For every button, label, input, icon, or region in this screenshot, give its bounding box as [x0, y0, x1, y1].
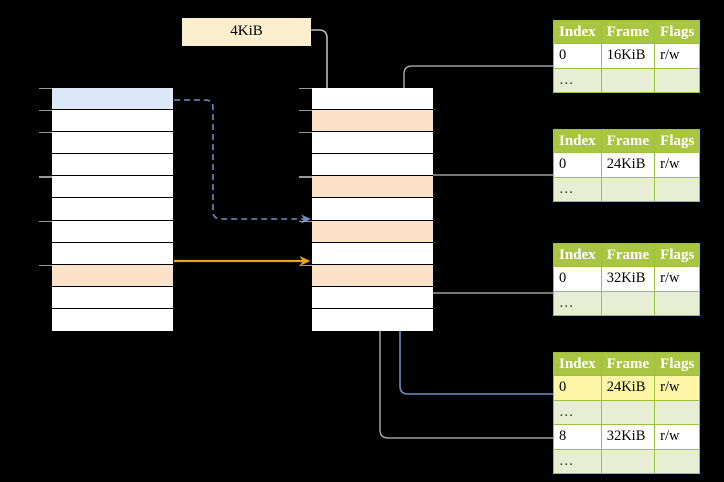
memory-row [52, 154, 173, 177]
table-cell: 0 [553, 152, 602, 179]
row-tick-mark [39, 264, 52, 267]
table-cell [654, 68, 701, 94]
table-cell: 16KiB [600, 43, 656, 70]
table-cell [654, 449, 701, 475]
row-tick-mark [39, 88, 52, 90]
table-cell: r/w [654, 266, 701, 293]
memory-row [52, 220, 173, 243]
table-cell: 32KiB [600, 424, 656, 451]
memory-row [312, 198, 433, 221]
row-tick-mark [299, 220, 312, 222]
memory-row [312, 110, 433, 133]
column-header: Index [553, 351, 602, 377]
column-header: Frame [600, 128, 656, 154]
memory-row [312, 132, 433, 155]
table-cell [600, 291, 656, 317]
table-cell: r/w [654, 43, 701, 70]
table-cell: … [553, 400, 602, 426]
memory-row [312, 176, 433, 199]
memory-row [52, 88, 173, 111]
table-cell: … [553, 449, 602, 475]
table-row: … [553, 291, 701, 317]
table-cell [600, 400, 656, 426]
memory-row [312, 154, 433, 177]
row-tick-mark [39, 132, 52, 134]
virtual-address-space-rows [52, 88, 173, 332]
table-row: … [553, 400, 701, 426]
table-cell: 0 [553, 43, 602, 70]
physical-memory-rows [312, 88, 433, 332]
column-header: Index [553, 242, 602, 268]
memory-row [312, 242, 433, 265]
row-tick-mark [39, 176, 52, 178]
memory-row [312, 308, 433, 332]
column-header: Flags [654, 128, 701, 154]
table-cell: r/w [654, 152, 701, 179]
memory-row [52, 198, 173, 221]
column-header: Index [553, 128, 602, 154]
memory-row [52, 308, 173, 332]
table-cell [654, 291, 701, 317]
edge-pt3-seg [423, 276, 556, 294]
memory-row [52, 286, 173, 309]
memory-row [312, 88, 433, 111]
table-cell [654, 177, 701, 203]
table-cell [600, 68, 656, 94]
row-tick-mark [299, 132, 312, 134]
memory-row [52, 110, 173, 133]
table-cell: 24KiB [600, 375, 656, 402]
memory-row [52, 242, 173, 265]
edge-vaddr-to-frame-dashed [174, 99, 311, 224]
table-row: … [553, 177, 701, 203]
column-header: Flags [654, 19, 701, 45]
table-cell: 24KiB [600, 152, 656, 179]
row-tick-mark [299, 88, 312, 90]
table-cell: 8 [553, 424, 602, 451]
row-tick-mark [39, 110, 52, 112]
table-cell [600, 177, 656, 203]
row-tick-mark [39, 220, 52, 222]
column-header: Frame [600, 242, 656, 268]
row-tick-mark [299, 176, 312, 178]
column-header: Frame [600, 19, 656, 45]
column-header: Index [553, 19, 602, 45]
table-cell: r/w [654, 424, 701, 451]
table-cell [654, 400, 701, 426]
memory-row [312, 220, 433, 243]
memory-row [312, 286, 433, 309]
memory-row [52, 264, 173, 287]
table-cell: 32KiB [600, 266, 656, 293]
table-cell [600, 449, 656, 475]
table-cell: … [553, 177, 602, 203]
column-header: Flags [654, 351, 701, 377]
memory-row [52, 132, 173, 155]
table-cell: 0 [553, 375, 602, 402]
table-cell: 0 [553, 266, 602, 293]
table-cell: r/w [654, 375, 701, 402]
column-header: Flags [654, 242, 701, 268]
table-row: … [553, 68, 701, 94]
table-cell: … [553, 291, 602, 317]
memory-row [312, 264, 433, 287]
frame-size-label: 4KiB [182, 18, 311, 46]
row-tick-mark [299, 110, 312, 112]
table-row: … [553, 449, 701, 475]
table-cell: … [553, 68, 602, 94]
column-header: Frame [600, 351, 656, 377]
memory-row [52, 176, 173, 199]
row-tick-mark [299, 264, 312, 267]
